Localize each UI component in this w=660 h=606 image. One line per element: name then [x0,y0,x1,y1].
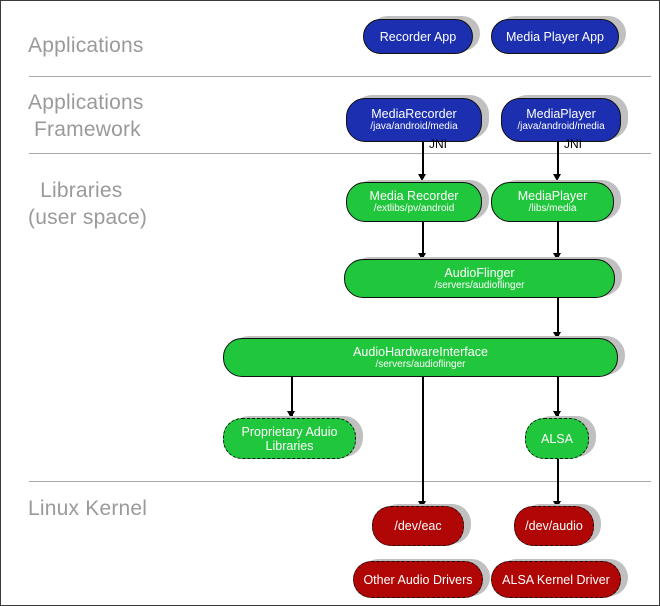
node-subtitle: /extlibs/pv/android [373,203,455,214]
node-audiohardwareinterface[interactable]: AudioHardwareInterface /servers/audiofli… [223,338,618,377]
layer-label-applications: Applications [28,34,144,57]
node-title: /dev/eac [394,519,442,533]
node-proprietary-audio-libs[interactable]: Proprietary Aduio Libraries [223,418,356,459]
node-media-recorder-lib[interactable]: Media Recorder /extlibs/pv/android [346,182,482,222]
connector-audioflinger-audiohardwareinterface [557,296,559,338]
connector-mediaplayer-audioflinger [557,218,559,259]
node-title: Other Audio Drivers [363,572,473,587]
node-alsa[interactable]: ALSA [525,418,589,459]
arrowhead-mediarecorder-audioflinger [418,253,426,260]
divider-framework [29,153,651,154]
layer-label-linux-kernel: Linux Kernel [28,497,148,520]
node-mediaplayer-lib[interactable]: MediaPlayer /libs/media [491,182,614,222]
connector-ahi-alsa [557,374,559,416]
node-subtitle: /libs/media [528,203,577,214]
node-title: /dev/audio [525,519,583,533]
node-subtitle: /servers/audioflinger [375,358,466,370]
divider-applications [29,76,651,77]
node-subtitle: /java/android/media [370,121,458,132]
node-mediarecorder-framework[interactable]: MediaRecorder /java/android/media [346,98,482,142]
node-other-audio-drivers[interactable]: Other Audio Drivers [353,561,483,598]
node-subtitle: /servers/audioflinger [434,279,525,291]
connector-alsa-dev-audio [557,456,559,506]
node-subtitle: Libraries [265,438,314,453]
connector-mediarecorder-audioflinger [422,218,424,259]
node-title: Proprietary Aduio [241,424,338,439]
node-title: MediaPlayer [526,107,596,121]
arrowhead-mediaplayer-jni [553,174,561,181]
node-title: AudioFlinger [444,265,515,280]
connector-ahi-dev-eac [422,374,424,506]
node-recorder-app[interactable]: Recorder App [363,19,473,54]
node-title: ALSA Kernel Driver [502,572,610,587]
node-alsa-kernel-driver[interactable]: ALSA Kernel Driver [491,561,621,598]
node-subtitle: /java/android/media [517,121,605,132]
node-audioflinger[interactable]: AudioFlinger /servers/audioflinger [344,259,615,298]
layer-label-libraries: Libraries (user space) [28,179,148,229]
node-title: Recorder App [379,29,457,44]
layer-label-applications-framework: Applications Framework [28,91,144,141]
node-dev-audio[interactable]: /dev/audio [514,506,594,546]
node-dev-eac[interactable]: /dev/eac [372,506,464,546]
connector-mediarecorder-jni [422,140,424,178]
node-media-player-app[interactable]: Media Player App [491,19,619,54]
arrowhead-mediarecorder-jni [418,174,426,181]
node-title: AudioHardwareInterface [353,344,488,359]
arrowhead-ahi-alsa [553,411,561,418]
node-title: Media Player App [506,29,604,44]
node-title: MediaRecorder [371,107,457,121]
edge-label-jni-recorder: JNI [429,137,447,151]
arrowhead-mediaplayer-audioflinger [553,253,561,260]
edge-label-jni-player: JNI [564,137,582,151]
divider-linux-kernel [29,481,651,482]
connector-mediaplayer-jni [557,140,559,178]
arrowhead-ahi-proprietary [287,411,295,418]
node-mediaplayer-framework[interactable]: MediaPlayer /java/android/media [501,98,621,142]
connector-ahi-proprietary [291,374,293,416]
arrowhead-audioflinger-audiohardwareinterface [553,332,561,339]
node-title: ALSA [541,431,573,446]
node-title: Media Recorder [369,189,459,203]
node-title: MediaPlayer [517,189,588,203]
